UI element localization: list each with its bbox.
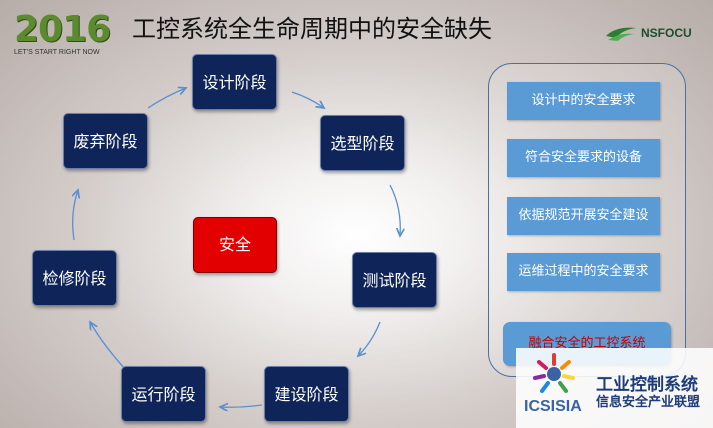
brand-name: NSFOCU (641, 26, 692, 40)
logo-tagline: LET'S START RIGHT NOW (14, 49, 100, 56)
page-title: 工控系统全生命周期中的安全缺失 (132, 15, 492, 43)
req-compliant-equipment: 符合安全要求的设备 (507, 139, 660, 177)
icsisia-wordmark: ICSISIA (524, 398, 582, 415)
arrow-maintenance-to-disposal (73, 190, 78, 241)
icsisia-name-line2: 信息安全产业联盟 (596, 395, 701, 410)
icsisia-watermark: ICSISIA 工业控制系统 信息安全产业联盟 (516, 348, 713, 428)
arrow-selection-to-testing (389, 184, 400, 236)
nsfocus-logo: NSFOCU (604, 22, 692, 44)
stage-selection: 选型阶段 (320, 115, 405, 171)
icsisia-name-line1: 工业控制系统 (596, 375, 698, 395)
arrow-construction-to-operation (220, 405, 263, 407)
req-operations-security: 运维过程中的安全要求 (507, 253, 660, 291)
center-safety: 安全 (193, 217, 277, 273)
stage-disposal: 废弃阶段 (63, 113, 148, 169)
stage-testing: 测试阶段 (352, 252, 437, 308)
stage-construction: 建设阶段 (264, 366, 349, 422)
stage-design: 设计阶段 (192, 54, 277, 110)
arrow-operation-to-maintenance (90, 322, 127, 371)
arrow-design-to-selection (291, 91, 324, 108)
logo-year: 2016 (14, 9, 111, 50)
req-design-security: 设计中的安全要求 (507, 82, 660, 120)
stage-maintenance: 检修阶段 (32, 250, 117, 306)
stage-operation: 运行阶段 (121, 366, 206, 422)
nsfocus-mark-icon (606, 27, 636, 41)
logo-2016: 2016 LET'S START RIGHT NOW (14, 12, 114, 60)
req-standard-construction: 依据规范开展安全建设 (507, 197, 660, 235)
arrow-disposal-to-design (147, 88, 186, 109)
icsisia-emblem-icon (533, 353, 575, 393)
arrow-testing-to-construction (358, 321, 381, 356)
